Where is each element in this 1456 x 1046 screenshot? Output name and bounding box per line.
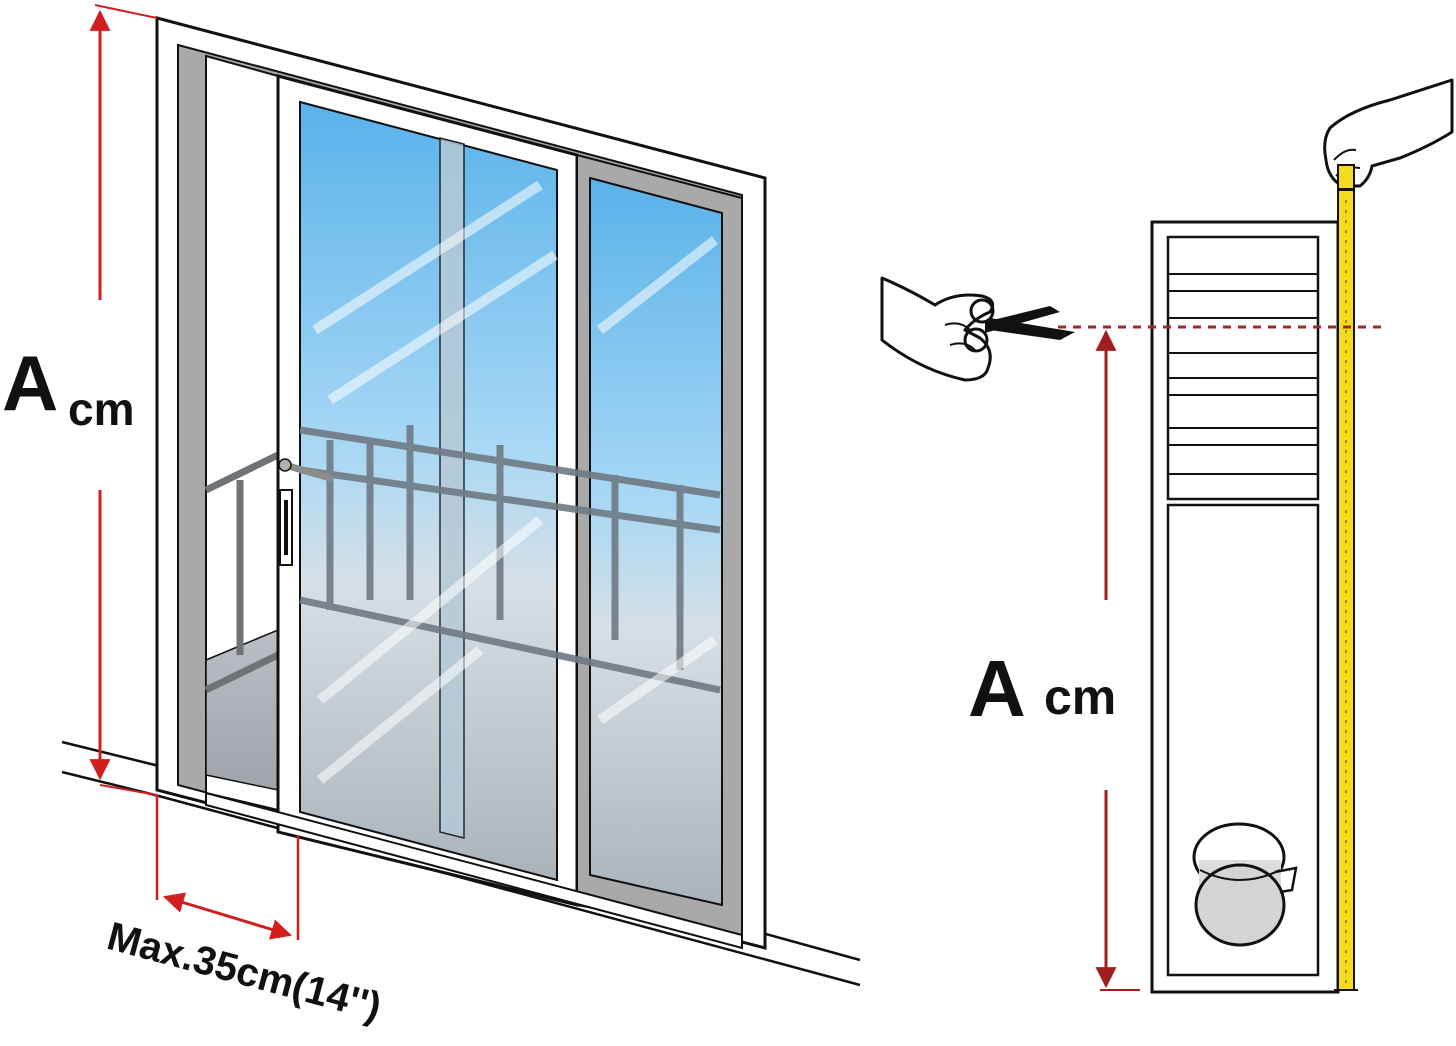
door-handle-icon <box>278 458 334 566</box>
gap-railing <box>204 451 280 694</box>
width-dimension <box>99 784 300 940</box>
balcony-railing <box>299 425 721 694</box>
left-height-unit: cm <box>68 383 134 435</box>
right-height-letter: A <box>968 644 1026 733</box>
air-conditioner-illustration <box>1150 220 1340 994</box>
right-height-unit: cm <box>1044 669 1116 725</box>
glass-reflections <box>312 180 719 784</box>
sliding-door-illustration <box>61 16 861 987</box>
measuring-tape-icon <box>1334 189 1358 991</box>
hand-holding-tape-icon <box>1323 78 1454 190</box>
max-width-label: Max.35cm(14'') <box>103 914 386 1029</box>
hand-with-scissors-icon <box>880 276 1075 382</box>
left-height-letter: A <box>2 339 58 427</box>
left-height-dimension <box>89 4 158 781</box>
fixed-door-glass <box>589 176 723 907</box>
ac-vent-louvers <box>1168 273 1318 475</box>
exhaust-hose-icon <box>1192 822 1298 947</box>
right-height-dimension <box>1095 329 1140 991</box>
door-sill <box>205 791 743 950</box>
ac-vent-panel <box>1166 235 1320 501</box>
